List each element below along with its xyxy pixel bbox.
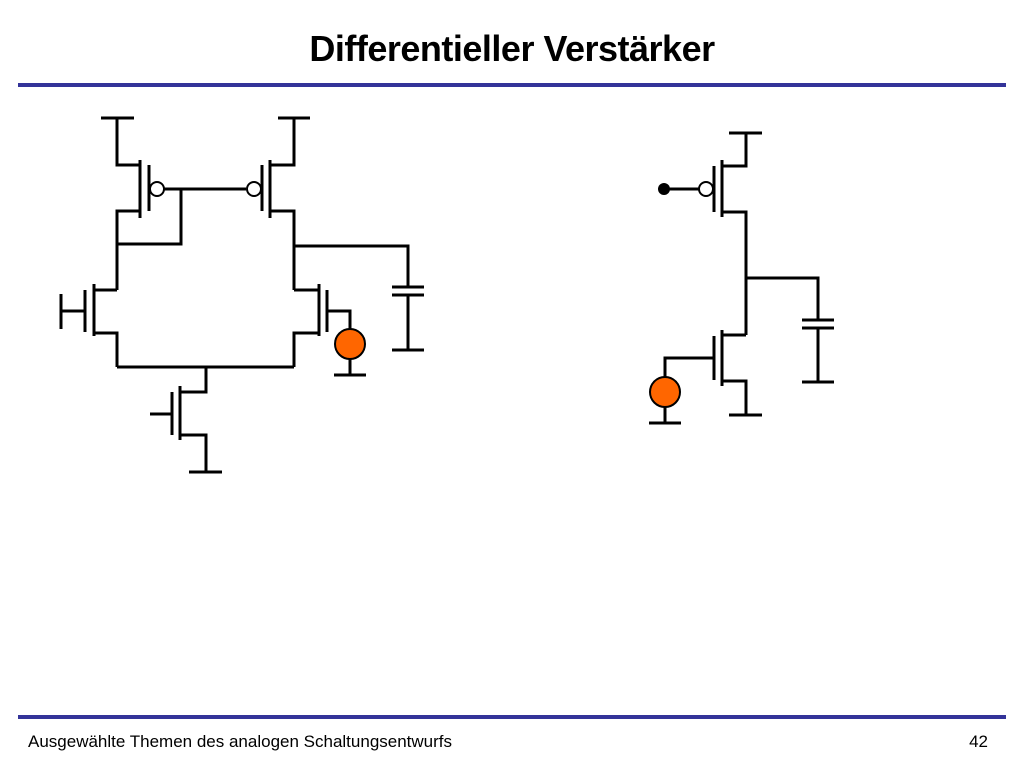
load-capacitor-left: [294, 244, 424, 352]
page-number: 42: [969, 732, 988, 751]
differential-amplifier-circuit: [59, 116, 424, 474]
title-divider: [18, 83, 1006, 87]
bias-node-dot: [658, 183, 670, 195]
orange-source-icon: [334, 328, 366, 360]
pmos-gate-bubble: [698, 181, 714, 197]
orange-source-icon: [649, 376, 681, 408]
nmos-tail-source: [150, 367, 222, 474]
slide-title: Differentieller Verstärker: [309, 28, 715, 69]
pmos-load-right: [246, 118, 296, 290]
footer-text: Ausgewählte Themen des analogen Schaltun…: [28, 732, 453, 751]
footer-divider: [18, 715, 1006, 719]
pmos-gate-bubble: [149, 181, 165, 197]
nmos-input-left: [59, 248, 119, 367]
nmos-input-right: [292, 284, 352, 367]
pmos-load-left: [115, 118, 246, 248]
nmos-driver: [663, 330, 762, 417]
common-source-stage-circuit: [649, 131, 834, 425]
load-capacitor-right: [746, 276, 834, 384]
voltage-source-left: [334, 328, 366, 377]
voltage-source-right: [649, 376, 681, 425]
pmos-load: [658, 133, 748, 335]
pmos-gate-bubble: [246, 181, 262, 197]
